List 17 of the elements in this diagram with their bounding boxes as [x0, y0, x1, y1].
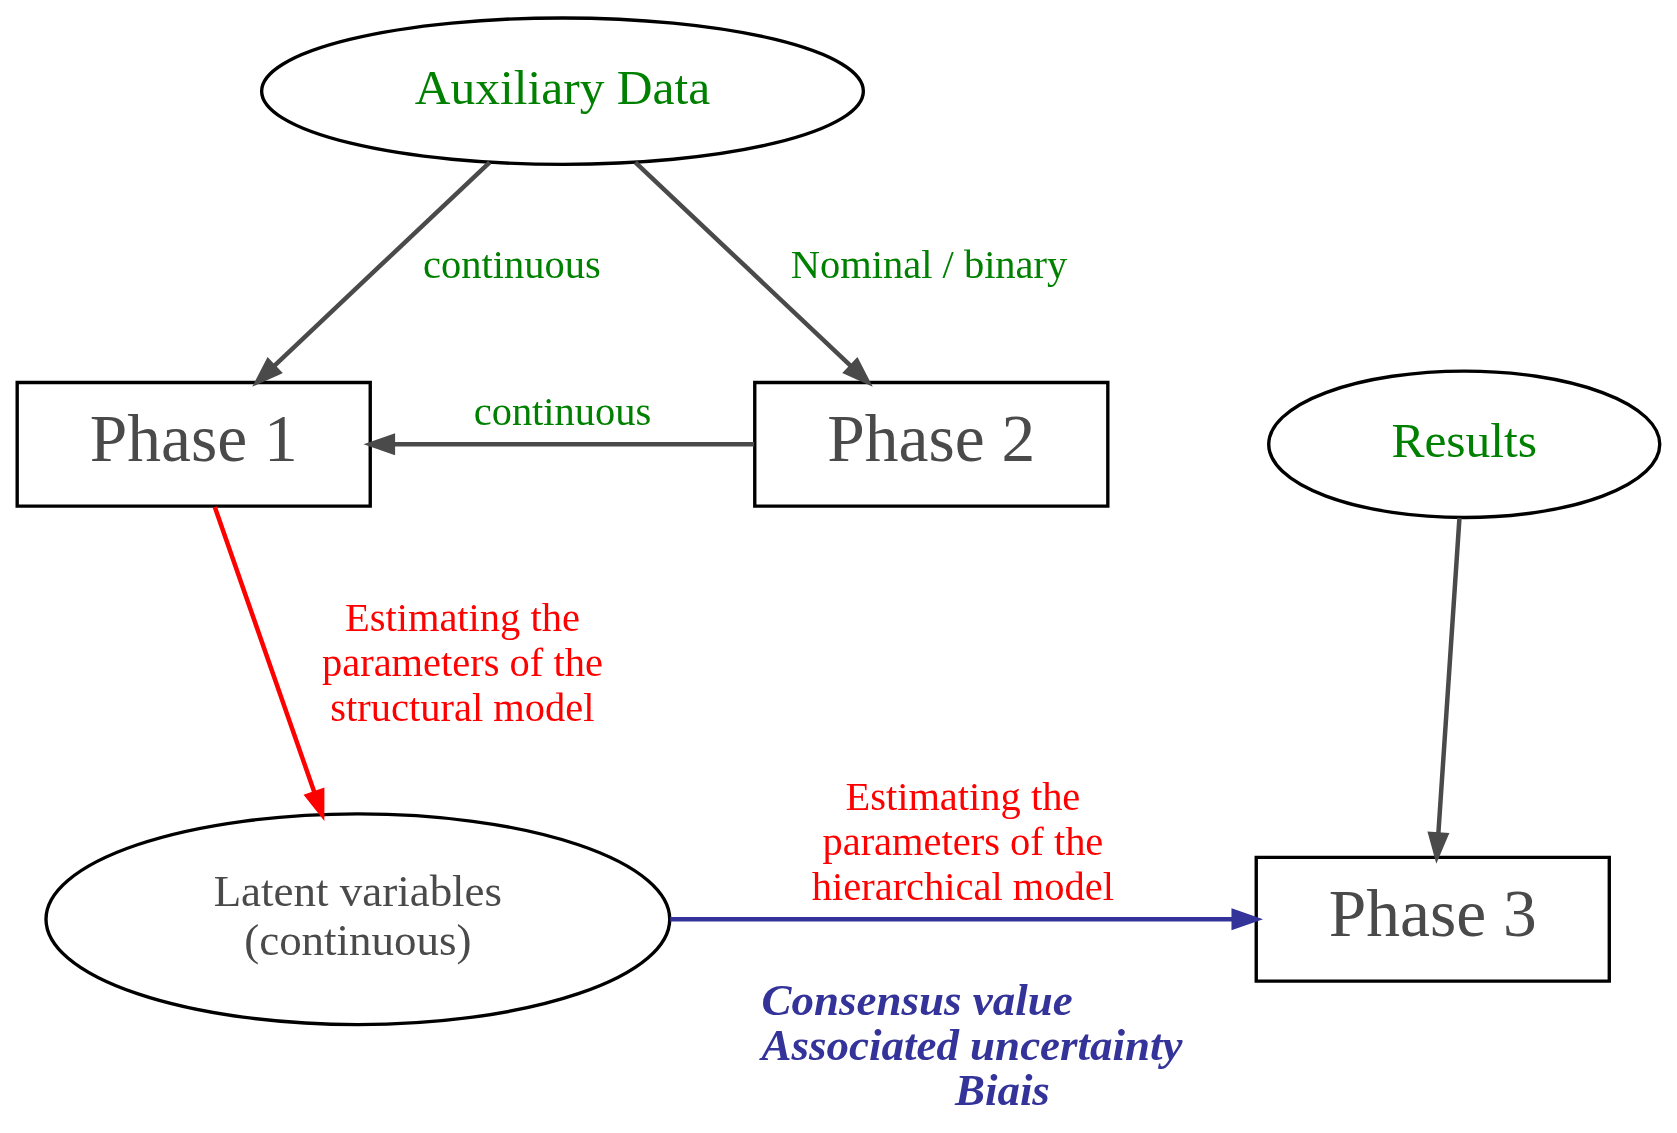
arrow	[212, 505, 325, 821]
node-ellipse: Results	[1267, 368, 1662, 519]
edge-label: continuous	[423, 241, 601, 287]
node-box: Phase 3	[1254, 855, 1611, 983]
edge-label: Estimating the parameters of the hierarchical model	[811, 773, 1115, 909]
edge-label: continuous	[473, 388, 652, 434]
arrow	[363, 432, 755, 455]
edge-label: Nominal / binary	[790, 241, 1068, 287]
node-ellipse: Latent variables (continuous)	[44, 811, 672, 1026]
arrow	[1427, 517, 1462, 864]
arrow	[633, 160, 873, 387]
node-box: Phase 2	[753, 380, 1110, 508]
node-ellipse: Auxiliary Data	[259, 15, 866, 166]
edge-label: Estimating the parameters of the structural model	[321, 594, 603, 730]
arrow	[252, 160, 492, 387]
node-box: Phase 1	[15, 380, 372, 508]
arrow	[670, 907, 1263, 930]
